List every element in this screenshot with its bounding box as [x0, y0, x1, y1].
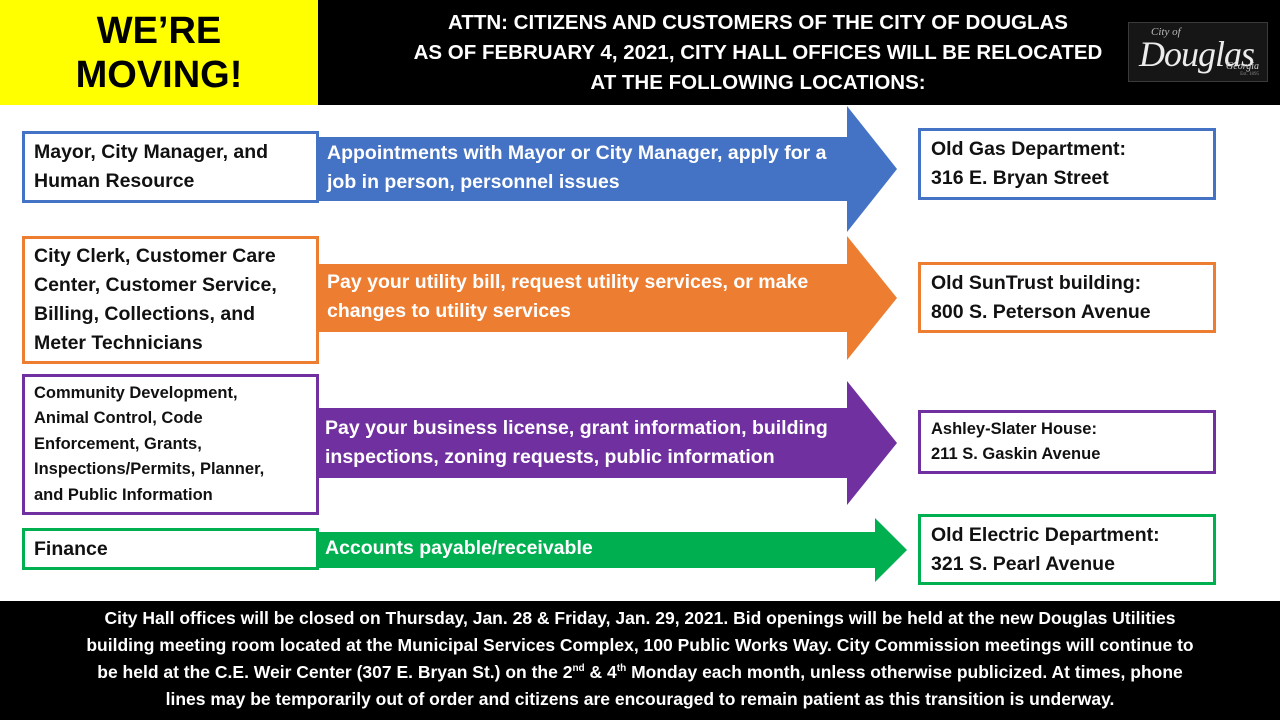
notice-line-1: City Hall offices will be closed on Thur…: [104, 608, 1176, 628]
closure-notice: City Hall offices will be closed on Thur…: [0, 601, 1280, 720]
moving-banner: WE’RE MOVING!: [0, 0, 318, 105]
city-of-douglas-logo: City of Douglas Georgia Est. 1895: [1128, 22, 1268, 82]
location-old-electric-department: Old Electric Department: 321 S. Pearl Av…: [918, 514, 1216, 585]
attention-header: ATTN: CITIZENS AND CUSTOMERS OF THE CITY…: [318, 0, 1280, 105]
attention-text: ATTN: CITIZENS AND CUSTOMERS OF THE CITY…: [318, 8, 1198, 98]
arrow-blue: Appointments with Mayor or City Manager,…: [319, 106, 897, 232]
notice-line-2: building meeting room located at the Mun…: [86, 635, 1194, 655]
attn-line-3: AT THE FOLLOWING LOCATIONS:: [590, 71, 926, 94]
notice-line-3: be held at the C.E. Weir Center (307 E. …: [97, 662, 1183, 682]
arrow-purple: Pay your business license, grant informa…: [319, 381, 897, 505]
departments-community-development: Community Development, Animal Control, C…: [22, 374, 319, 515]
services-text: Accounts payable/receivable: [325, 537, 593, 559]
departments-mayor: Mayor, City Manager, and Human Resource: [22, 131, 319, 203]
location-ashley-slater-house: Ashley-Slater House: 211 S. Gaskin Avenu…: [918, 410, 1216, 474]
location-old-suntrust-building: Old SunTrust building: 800 S. Peterson A…: [918, 262, 1216, 333]
services-text: Pay your utility bill, request utility s…: [327, 271, 809, 322]
attn-line-2: AS OF FEBRUARY 4, 2021, CITY HALL OFFICE…: [413, 41, 1103, 64]
location-old-gas-department: Old Gas Department: 316 E. Bryan Street: [918, 128, 1216, 200]
notice-line-4: lines may be temporarily out of order an…: [165, 689, 1115, 709]
services-text: Pay your business license, grant informa…: [325, 417, 828, 468]
attn-line-1: ATTN: CITIZENS AND CUSTOMERS OF THE CITY…: [448, 11, 1068, 34]
departments-finance: Finance: [22, 528, 319, 570]
services-text: Appointments with Mayor or City Manager,…: [327, 142, 827, 193]
moving-line-2: MOVING!: [75, 53, 243, 96]
departments-city-clerk: City Clerk, Customer Care Center, Custom…: [22, 236, 319, 364]
moving-line-1: WE’RE: [96, 9, 222, 52]
arrow-orange: Pay your utility bill, request utility s…: [319, 236, 897, 360]
arrow-green: Accounts payable/receivable: [319, 518, 907, 582]
